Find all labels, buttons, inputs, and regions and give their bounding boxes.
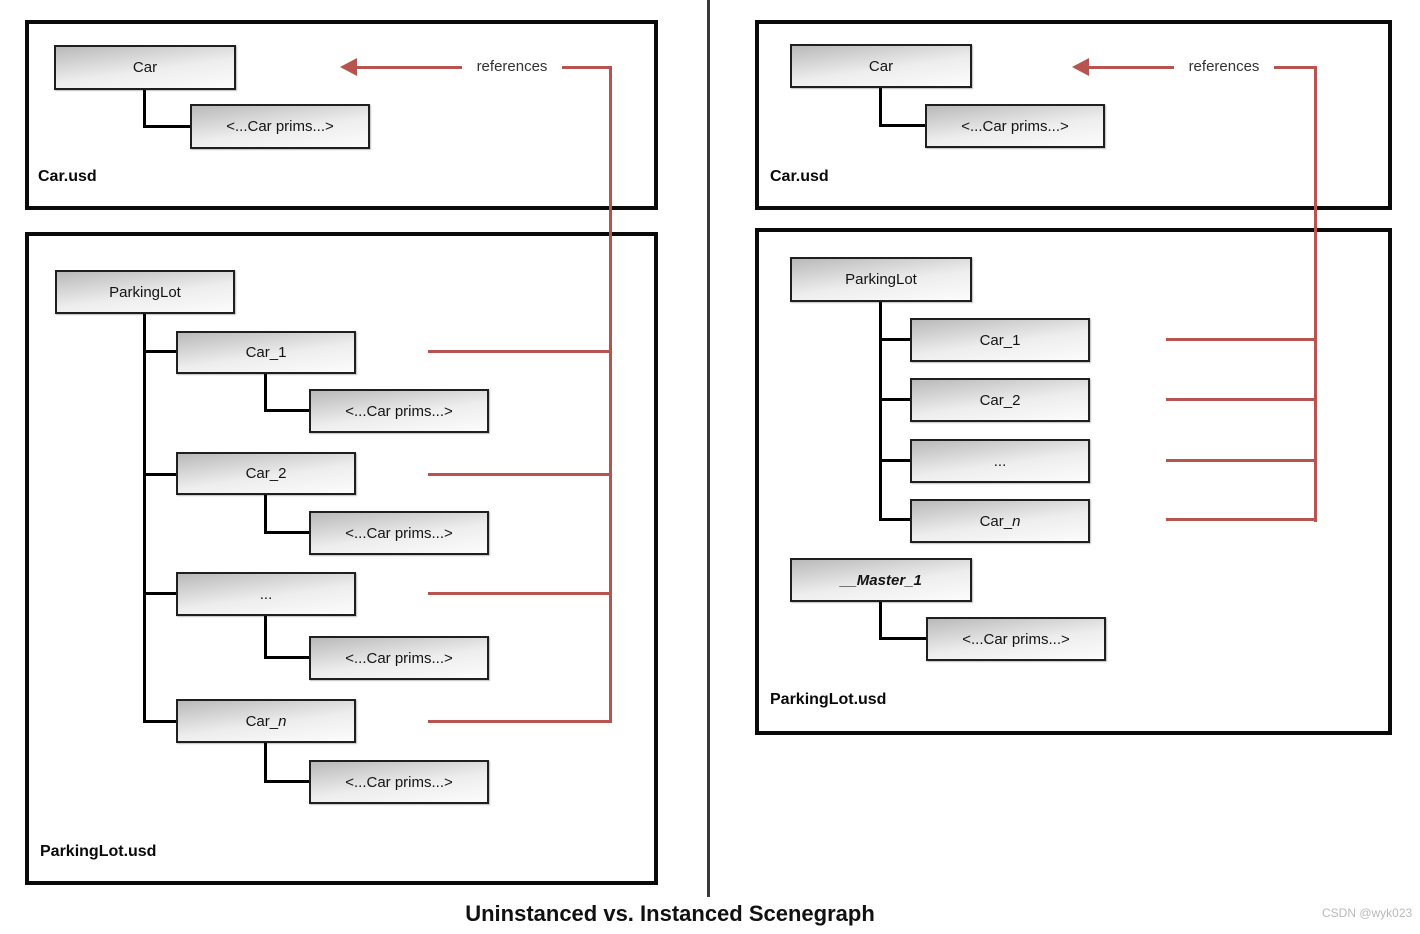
tree-connector <box>143 720 176 723</box>
node-label: <...Car prims...> <box>345 524 453 542</box>
tree-connector <box>879 637 926 640</box>
node-master-1: __Master_1 <box>790 558 972 602</box>
tree-connector <box>264 656 309 659</box>
node-car-prims: <...Car prims...> <box>926 617 1106 661</box>
reference-line <box>609 66 612 723</box>
node-label-italic: n <box>1012 512 1021 530</box>
node-car: Car <box>54 45 236 90</box>
node-label: <...Car prims...> <box>226 118 334 135</box>
node-car-2: Car_2 <box>176 452 356 495</box>
file-label-parkinglot-usd: ParkingLot.usd <box>770 691 887 708</box>
reference-line <box>1166 459 1317 462</box>
node-label: <...Car prims...> <box>962 630 1070 648</box>
node-label: Car_ <box>245 712 279 730</box>
node-car-2: Car_2 <box>910 378 1090 422</box>
node-car-prims: <...Car prims...> <box>309 389 489 433</box>
node-label: Car <box>132 59 158 76</box>
panel-divider <box>707 0 710 897</box>
node-car-1: Car_1 <box>176 331 356 374</box>
reference-line <box>356 66 462 69</box>
tree-connector <box>264 780 309 783</box>
reference-line <box>1088 66 1174 69</box>
reference-line <box>1314 66 1317 522</box>
node-car: Car <box>790 44 972 88</box>
tree-connector <box>264 409 309 412</box>
reference-line <box>1166 338 1317 341</box>
node-label: <...Car prims...> <box>345 402 453 420</box>
node-label: <...Car prims...> <box>345 773 453 791</box>
reference-line <box>428 350 611 353</box>
file-label-parkinglot-usd: ParkingLot.usd <box>40 843 157 860</box>
tree-connector <box>879 459 910 462</box>
tree-connector <box>879 398 910 401</box>
node-ellipsis: ... <box>176 572 356 616</box>
node-car-prims: <...Car prims...> <box>190 104 370 149</box>
node-car-prims: <...Car prims...> <box>309 511 489 555</box>
diagram-title: Uninstanced vs. Instanced Scenegraph <box>465 901 875 926</box>
file-label-car-usd: Car.usd <box>38 168 97 185</box>
references-label: references <box>1176 58 1272 76</box>
tree-connector <box>143 314 146 723</box>
tree-connector <box>264 495 267 534</box>
tree-connector <box>879 88 882 127</box>
reference-line <box>1274 66 1317 69</box>
tree-connector <box>879 518 910 521</box>
tree-connector <box>143 592 176 595</box>
tree-connector <box>879 124 925 127</box>
tree-connector <box>879 602 882 640</box>
node-label: Car_2 <box>245 465 287 482</box>
node-label: <...Car prims...> <box>345 649 453 667</box>
node-label: Car_1 <box>979 331 1021 349</box>
watermark: CSDN @wyk023 <box>1322 906 1413 920</box>
node-label: ParkingLot <box>845 271 917 288</box>
reference-arrowhead-icon <box>1072 58 1089 76</box>
node-car-n: Car_n <box>176 699 356 743</box>
reference-line <box>562 66 611 69</box>
reference-line <box>428 592 611 595</box>
tree-connector <box>143 90 146 128</box>
node-label: Car_1 <box>245 344 287 361</box>
node-label: <...Car prims...> <box>961 117 1069 135</box>
tree-connector <box>264 531 309 534</box>
node-car-prims: <...Car prims...> <box>309 636 489 680</box>
tree-connector <box>879 302 882 521</box>
reference-line <box>1166 518 1317 521</box>
node-label: ... <box>259 585 273 603</box>
reference-arrowhead-icon <box>340 58 357 76</box>
reference-line <box>428 720 611 723</box>
node-car-prims: <...Car prims...> <box>309 760 489 804</box>
node-label: Car_2 <box>979 391 1021 409</box>
reference-line <box>1166 398 1317 401</box>
node-parkinglot: ParkingLot <box>55 270 235 314</box>
tree-connector <box>264 616 267 659</box>
node-label: ParkingLot <box>109 283 181 301</box>
references-label: references <box>464 58 560 76</box>
node-car-prims: <...Car prims...> <box>925 104 1105 148</box>
tree-connector <box>879 338 910 341</box>
node-label: __Master_1 <box>840 571 922 589</box>
node-label: Car_ <box>979 512 1013 530</box>
reference-line <box>428 473 611 476</box>
tree-connector <box>264 743 267 783</box>
node-ellipsis: ... <box>910 439 1090 483</box>
tree-connector <box>143 473 176 476</box>
tree-connector <box>264 374 267 412</box>
file-label-car-usd: Car.usd <box>770 168 829 185</box>
node-car-1: Car_1 <box>910 318 1090 362</box>
tree-connector <box>143 125 191 128</box>
node-car-n: Car_n <box>910 499 1090 543</box>
node-parkinglot: ParkingLot <box>790 257 972 302</box>
node-label-italic: n <box>278 712 287 730</box>
node-label: ... <box>993 452 1007 470</box>
tree-connector <box>143 350 176 353</box>
node-label: Car <box>868 57 894 75</box>
